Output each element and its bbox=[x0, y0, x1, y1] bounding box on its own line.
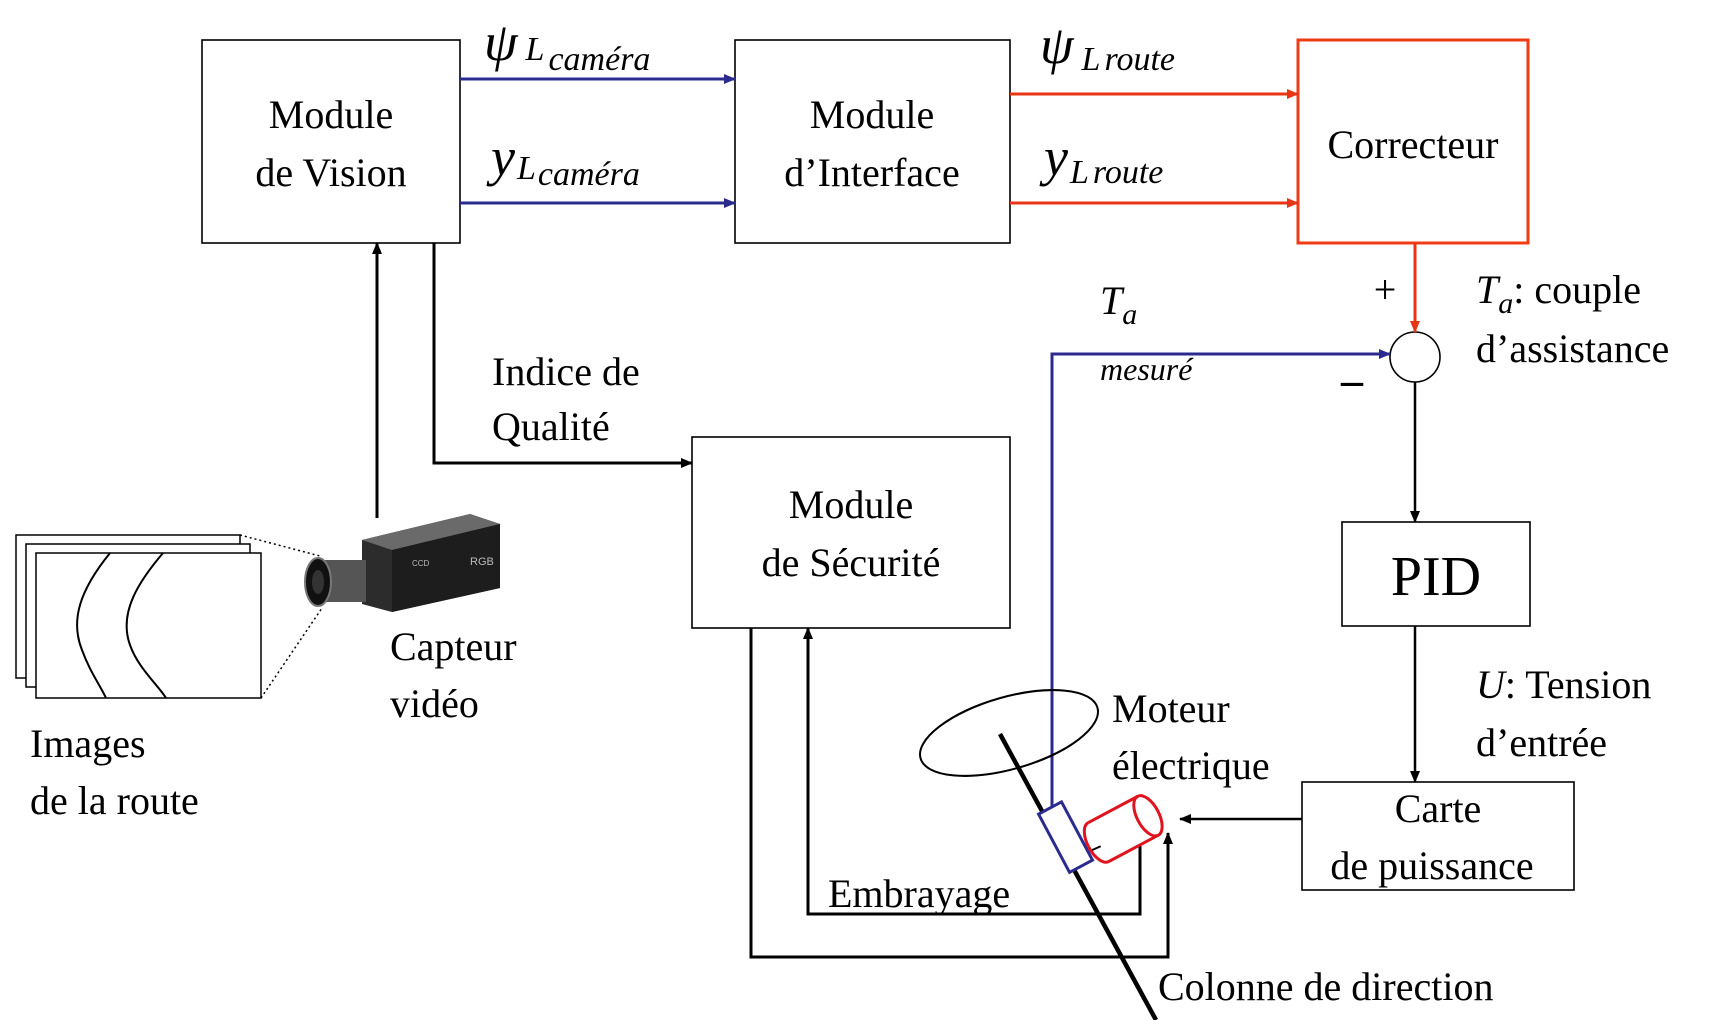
camera-fov-line-bottom bbox=[260, 607, 323, 699]
embrayage-label: Embrayage bbox=[828, 871, 1010, 916]
road-edge-left bbox=[76, 552, 111, 699]
psi-route-sub: route bbox=[1104, 41, 1175, 78]
pid-label: PID bbox=[1391, 546, 1481, 608]
ta-a: a bbox=[1122, 298, 1137, 331]
securite-to-motor-arrow bbox=[749, 628, 1173, 959]
summing-junction bbox=[1389, 331, 1441, 383]
y-camera-symbol: y bbox=[486, 127, 515, 187]
colonne-label: Colonne de direction bbox=[1158, 964, 1493, 1009]
images-label-2: de la route bbox=[30, 778, 199, 823]
correcteur-label: Correcteur bbox=[1327, 122, 1498, 167]
module-interface-block: Module d’Interface bbox=[734, 39, 1011, 244]
video-camera-icon: RGB CCD bbox=[304, 514, 500, 612]
module-interface-label-1: Module bbox=[810, 92, 934, 137]
psi-camera-L: L bbox=[525, 31, 545, 68]
module-securite-label-1: Module bbox=[789, 482, 913, 527]
moteur-label-2: électrique bbox=[1112, 743, 1270, 788]
road-images-stack bbox=[15, 534, 262, 699]
u-tension-label: U: Tension bbox=[1476, 662, 1651, 707]
moteur-label-1: Moteur bbox=[1112, 686, 1230, 731]
embrayage-feedback-arrow bbox=[803, 627, 1142, 916]
module-vision-label-1: Module bbox=[269, 92, 393, 137]
psi-camera-symbol: ψ bbox=[484, 12, 519, 72]
camera-fov-line-top bbox=[239, 534, 321, 557]
module-vision-block: Module de Vision bbox=[201, 39, 461, 244]
capteur-label-2: vidéo bbox=[390, 681, 479, 726]
module-interface-label-2: d’Interface bbox=[784, 150, 959, 195]
u-tension-rest: : Tension bbox=[1505, 662, 1651, 707]
images-label-1: Images bbox=[30, 721, 146, 766]
minus-sign: – bbox=[1340, 356, 1364, 405]
torque-sensor-icon bbox=[1036, 799, 1095, 875]
carte-puissance-block: Carte de puissance bbox=[1301, 781, 1575, 891]
pid-block: PID bbox=[1341, 521, 1531, 627]
module-securite-block: Module de Sécurité bbox=[691, 436, 1011, 629]
indice-label-1: Indice de bbox=[492, 349, 640, 394]
carte-label-1: Carte bbox=[1395, 786, 1482, 831]
psi-camera-sub: caméra bbox=[548, 41, 650, 78]
correcteur-block: Correcteur bbox=[1296, 38, 1530, 245]
camera-tag-text: CCD bbox=[412, 559, 430, 568]
ta-couple-T: T bbox=[1476, 267, 1501, 312]
psi-route-symbol: ψ bbox=[1040, 15, 1075, 75]
y-camera-label: yLcaméra bbox=[486, 127, 640, 193]
ta-label: Ta bbox=[1100, 278, 1137, 331]
assistance-label: d’assistance bbox=[1476, 326, 1669, 371]
mesure-label: mesuré bbox=[1100, 351, 1194, 387]
steering-column-shaft bbox=[998, 732, 1158, 1020]
electric-motor-icon bbox=[1082, 794, 1164, 864]
road-edge-right bbox=[125, 552, 167, 699]
plus-sign: + bbox=[1374, 267, 1397, 312]
y-route-symbol: y bbox=[1039, 127, 1068, 187]
ta-couple-label: Ta: couple bbox=[1476, 267, 1641, 320]
ta-couple-a: a bbox=[1498, 287, 1513, 320]
ta-couple-rest: : couple bbox=[1513, 267, 1641, 312]
camera-brand-text: RGB bbox=[470, 556, 494, 568]
capteur-label-1: Capteur bbox=[390, 624, 517, 669]
psi-route-L: L bbox=[1081, 41, 1101, 78]
carte-label-2: de puissance bbox=[1330, 843, 1533, 888]
indice-label-2: Qualité bbox=[492, 404, 610, 449]
ta-T: T bbox=[1100, 278, 1125, 323]
quality-index-arrow bbox=[432, 243, 693, 468]
module-vision-label-2: de Vision bbox=[255, 150, 406, 195]
y-route-sub: route bbox=[1093, 154, 1164, 191]
u-symbol: U bbox=[1476, 662, 1508, 707]
entree-label: d’entrée bbox=[1476, 720, 1607, 765]
y-route-L: L bbox=[1069, 154, 1089, 191]
module-securite-label-2: de Sécurité bbox=[762, 540, 941, 585]
road-image-front bbox=[35, 552, 262, 699]
y-camera-L: L bbox=[516, 150, 536, 187]
measured-torque-arrow bbox=[1050, 349, 1391, 828]
steering-wheel-icon bbox=[919, 689, 1099, 777]
y-camera-sub: caméra bbox=[538, 156, 640, 193]
